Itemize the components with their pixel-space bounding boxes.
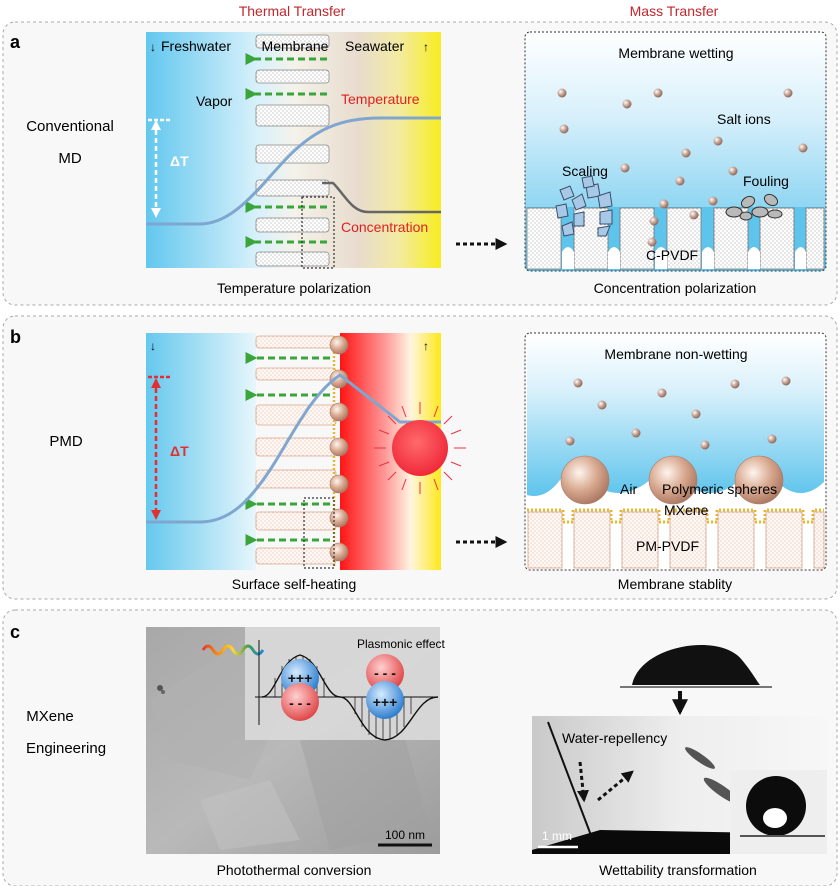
panel-a-delta-t-label: ΔT: [170, 153, 189, 169]
panel-a-fouling-label: Fouling: [743, 173, 789, 189]
water-repellency-label: Water-repellency: [562, 730, 667, 746]
panel-b-seawater-arrow-icon: ↑: [423, 339, 429, 353]
light-wave-icon: [201, 644, 265, 656]
panel-b-air-label: Air: [620, 481, 637, 497]
panel-a-right-title: Membrane wetting: [618, 45, 733, 61]
panel-a-left-caption: Temperature polarization: [217, 280, 371, 296]
panel-a-temperature-label: Temperature: [341, 91, 420, 107]
panel-a-side-label-2: MD: [58, 150, 81, 167]
svg-text:- - -: - - -: [374, 665, 396, 681]
svg-text:+++: +++: [288, 670, 313, 686]
plasmonic-effect-label: Plasmonic effect: [357, 637, 445, 651]
photo-scale-bar-label: 1 mm: [542, 829, 572, 843]
panel-a-salt-ions-label: Salt ions: [717, 111, 771, 127]
panel-a: a Conventional MD ΔT ↓ Freshwater Membra…: [2, 21, 838, 306]
panel-b-left-caption: Surface self-heating: [232, 576, 357, 592]
panel-b-delta-t-label: ΔT: [170, 443, 189, 459]
panel-c-side-label-1: MXene: [26, 708, 74, 725]
panel-b-membrane: [255, 335, 337, 565]
panel-a-membrane: [255, 34, 330, 267]
header-thermal-transfer: Thermal Transfer: [239, 3, 346, 19]
panel-b-side-label: PMD: [49, 433, 83, 450]
panel-a-right-caption: Concentration polarization: [594, 280, 757, 296]
panel-a-membrane-label: Membrane: [262, 38, 329, 54]
panel-c-letter: c: [10, 622, 20, 642]
panel-a-freshwater-arrow-icon: ↓: [150, 40, 156, 54]
water-droplet-top: [620, 645, 772, 688]
water-repellency-photo: Water-repellency 1 mm: [532, 716, 827, 854]
panel-a-letter: a: [10, 32, 21, 52]
sun-icon: [374, 402, 466, 494]
panel-a-freshwater-label: Freshwater: [161, 38, 231, 54]
panel-b-right-caption: Membrane stablity: [618, 576, 732, 592]
panel-b-cold-side: [146, 333, 256, 570]
panel-b-polymeric-spheres-label: Polymeric spheres: [662, 481, 777, 497]
header-mass-transfer: Mass Transfer: [630, 3, 719, 19]
panel-b: b PMD ΔT ↓: [2, 315, 838, 600]
panel-b-non-wetting-diagram: Membrane non-wetting Air Polymeric spher…: [524, 332, 827, 571]
svg-text:+++: +++: [373, 694, 398, 710]
panel-b-temperature-curve: [146, 373, 441, 524]
panel-a-boundary-box: [301, 196, 335, 269]
panel-a-scaling-label: Scaling: [562, 163, 608, 179]
panel-a-scaling-crystals: [555, 175, 613, 237]
panel-a-seawater-label: Seawater: [345, 38, 404, 54]
panel-b-polymeric-spheres: [329, 335, 349, 562]
panel-b-mxene-label: MXene: [664, 502, 709, 518]
panel-b-freshwater-arrow-icon: ↓: [150, 339, 156, 353]
panel-b-boundary-box: [303, 497, 335, 569]
panel-a-vapor-arrows: [245, 53, 327, 248]
panel-b-right-title: Membrane non-wetting: [604, 346, 747, 362]
tem-scale-bar-label: 100 nm: [385, 828, 425, 842]
panel-a-side-label-1: Conventional: [26, 118, 114, 135]
panel-b-membrane-name: PM-PVDF: [636, 538, 699, 554]
panel-a-vapor-label: Vapor: [196, 93, 233, 109]
panel-a-membrane-name: C-PVDF: [646, 247, 698, 263]
panel-b-large-spheres: [560, 455, 784, 505]
panel-a-seawater-arrow-icon: ↑: [423, 40, 429, 54]
panel-c-side-label-2: Engineering: [26, 740, 106, 757]
panel-a-fouling-particles: [725, 193, 783, 221]
panel-a-concentration-curve: [322, 181, 441, 214]
panel-b-letter: b: [10, 327, 21, 347]
panel-a-wetting-diagram: Membrane wetting Salt ions Scaling Fouli…: [524, 31, 827, 272]
plasmonic-inset: +++ - - - - - - +++ Plasmonic effect: [201, 627, 445, 741]
panel-c-left-caption: Photothermal conversion: [217, 862, 372, 878]
panel-c: c MXene Engineering: [2, 609, 838, 886]
panel-a-concentration-label: Concentration: [341, 219, 428, 235]
svg-text:- - -: - - -: [289, 695, 311, 711]
panel-a-temperature-curve: [146, 116, 441, 226]
panel-b-mxene-coating: [527, 508, 824, 524]
panel-c-right-caption: Wettability transformation: [599, 862, 757, 878]
